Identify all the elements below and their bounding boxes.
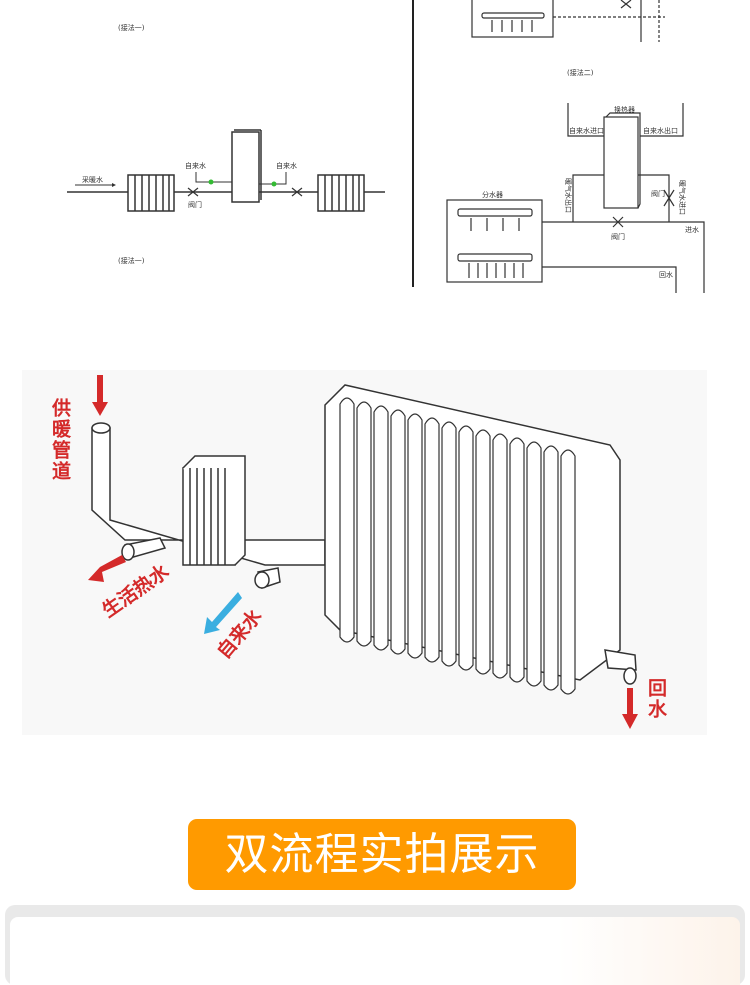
valve-bottom-label: 阀门: [611, 232, 625, 241]
heating-outlet-label: 暖气水出口: [564, 178, 573, 213]
radiator-fin: [543, 445, 559, 691]
radiator-fin: [356, 401, 372, 647]
radiator-fin: [424, 417, 440, 663]
heat-exchanger-label: 换热器: [614, 105, 635, 114]
radiator-fin: [407, 413, 423, 659]
tap-water-left: 自来水: [185, 161, 206, 170]
radiator-fin: [560, 449, 576, 695]
supply-label: 进水: [685, 225, 699, 234]
blue-arrow: [204, 592, 242, 634]
radiator-left: [127, 174, 175, 212]
section-title-banner: 双流程实拍展示: [188, 819, 576, 890]
heat-exchanger: [231, 131, 260, 203]
radiator-fin: [475, 429, 491, 675]
radiator-fin: [339, 397, 355, 643]
tap-outlet-label: 自来水出口: [643, 126, 678, 135]
caption-bottom: (接法一): [118, 256, 145, 265]
compact-heat-exchanger: [182, 455, 246, 566]
red-arrows: [88, 375, 638, 729]
radiator-right: [317, 174, 365, 212]
heating-inlet-label: 暖气水进口: [678, 180, 687, 215]
valve-label: 阀门: [188, 200, 202, 209]
caption-top: (接法一): [118, 23, 145, 32]
return-label: 回水: [659, 270, 673, 279]
radiator-fin: [441, 421, 457, 667]
valve-side-label: 阀门: [651, 189, 665, 198]
radiator-fin: [526, 441, 542, 687]
photo-card: [5, 905, 745, 985]
radiator-fin: [373, 405, 389, 651]
tap-water-right: 自来水: [276, 161, 297, 170]
radiator-fin: [492, 433, 508, 679]
radiator-fin: [458, 425, 474, 671]
radiator-fin: [390, 409, 406, 655]
diagram-one: (接法一) 采暖水 阀门 自来水 自来水 (接法一): [67, 23, 385, 265]
diagrams: (接法一) 采暖水 阀门 自来水 自来水 (接法一) (接法二): [22, 0, 707, 735]
radiator-fin: [509, 437, 525, 683]
heating-pipe-label: 供暖管道: [49, 398, 71, 482]
diagram-two: (接法二) 换热器 自来水进口 自来水出口 暖气水出口 暖气水进口 阀门 分水器…: [446, 0, 705, 293]
manifold-label: 分水器: [482, 190, 503, 199]
installation-illustration: 生活热水 自来水: [22, 370, 707, 735]
heating-water-label: 采暖水: [82, 175, 103, 184]
tap-inlet-label: 自来水进口: [569, 126, 604, 135]
caption-two: (接法二): [567, 68, 594, 77]
return-water-label: 回水: [645, 678, 667, 720]
photo-area: [10, 917, 740, 985]
valve-icon: [187, 187, 199, 197]
